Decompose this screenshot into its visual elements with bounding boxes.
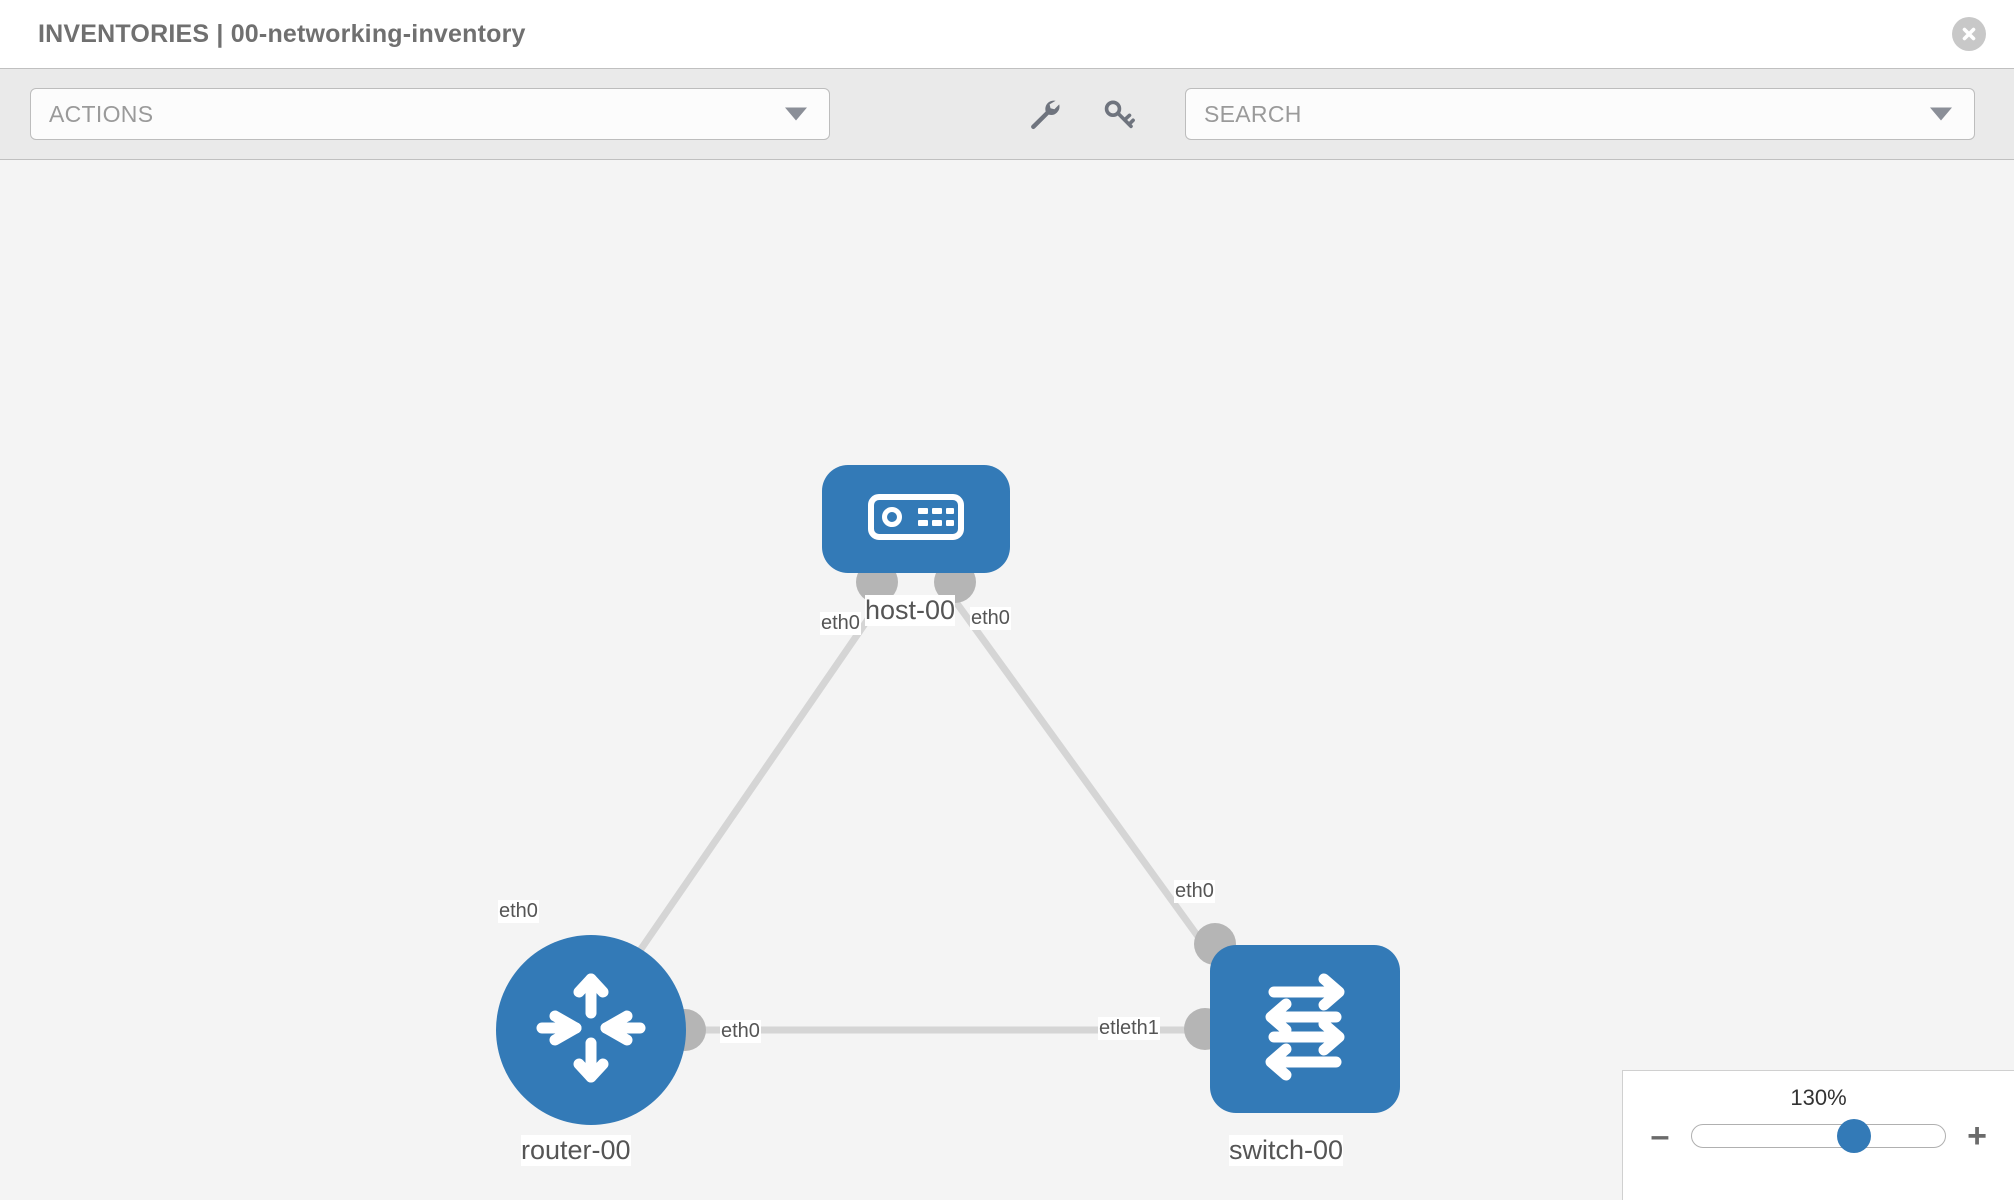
edge-host-router bbox=[627, 578, 898, 967]
search-input[interactable]: SEARCH bbox=[1204, 100, 1302, 127]
zoom-out-button[interactable]: – bbox=[1650, 1117, 1670, 1155]
edge-label-host-router-eth0: eth0 bbox=[820, 612, 861, 635]
edge-label-router-host-eth0: eth0 bbox=[498, 900, 539, 923]
server-icon bbox=[868, 493, 964, 545]
search-chevron-down-icon[interactable] bbox=[1930, 107, 1952, 121]
edge-host-switch bbox=[937, 577, 1218, 963]
zoom-level-value: 130% bbox=[1790, 1085, 1847, 1110]
node-host-00-label: host-00 bbox=[865, 595, 956, 626]
zoom-slider[interactable] bbox=[1691, 1119, 1946, 1153]
topology-canvas[interactable]: host-00 eth0 eth0 router-00 eth0 eth0 bbox=[0, 160, 2014, 1200]
edge-label-host-switch-eth0: eth0 bbox=[970, 607, 1011, 630]
close-button[interactable] bbox=[1952, 17, 1986, 51]
switch-arrows-icon bbox=[1246, 972, 1364, 1087]
actions-dropdown-label: ACTIONS bbox=[49, 100, 154, 127]
zoom-panel: 130% – + bbox=[1622, 1070, 2014, 1200]
toolbar-icon-group bbox=[1025, 96, 1137, 132]
node-router-00-shape[interactable] bbox=[496, 935, 686, 1125]
key-icon[interactable] bbox=[1101, 96, 1137, 132]
node-router-00[interactable]: router-00 eth0 eth0 bbox=[496, 900, 761, 1166]
edge-label-switch-router-eth1: eth1 bbox=[1119, 1017, 1160, 1040]
toolbar: ACTIONS SEARCH bbox=[0, 68, 2014, 160]
actions-dropdown[interactable]: ACTIONS bbox=[30, 88, 830, 140]
edge-label-router-switch-eth0: eth0 bbox=[720, 1020, 761, 1043]
edge-label-switch-host-eth0: eth0 bbox=[1174, 880, 1215, 903]
search-field[interactable]: SEARCH bbox=[1185, 88, 1975, 140]
node-switch-00-label: switch-00 bbox=[1229, 1135, 1344, 1166]
close-icon bbox=[1959, 24, 1979, 44]
node-router-00-label: router-00 bbox=[521, 1135, 631, 1166]
node-host-00-shape[interactable] bbox=[822, 465, 1010, 573]
zoom-controls: – + bbox=[1623, 1119, 2014, 1153]
node-host-00[interactable]: host-00 eth0 eth0 bbox=[820, 465, 1011, 635]
zoom-slider-thumb[interactable] bbox=[1836, 1119, 1871, 1153]
node-switch-00[interactable]: switch-00 eth0 eth eth1 bbox=[1098, 880, 1400, 1166]
router-arrows-icon bbox=[532, 969, 650, 1092]
node-switch-00-shape[interactable] bbox=[1210, 945, 1400, 1113]
topology-edges bbox=[627, 577, 1218, 1034]
page-title: INVENTORIES | 00-networking-inventory bbox=[38, 19, 526, 48]
page-header: INVENTORIES | 00-networking-inventory bbox=[0, 0, 2014, 68]
wrench-icon[interactable] bbox=[1025, 96, 1061, 132]
chevron-down-icon[interactable] bbox=[785, 107, 807, 121]
zoom-in-button[interactable]: + bbox=[1967, 1117, 1987, 1155]
